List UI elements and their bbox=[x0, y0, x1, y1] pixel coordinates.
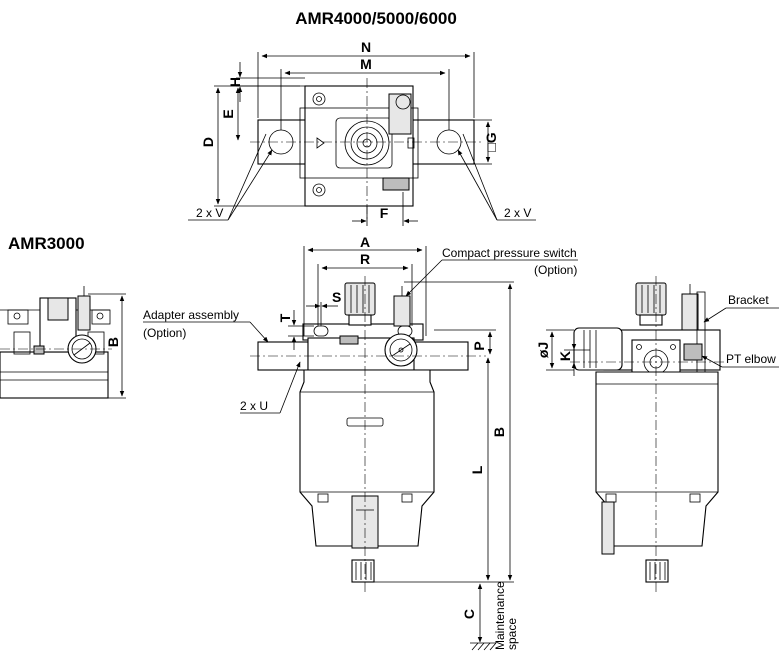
dim-label-s: S bbox=[332, 289, 341, 305]
maintenance-label-line2: space bbox=[505, 618, 519, 650]
top-view-bolt-icon bbox=[312, 92, 326, 106]
side-view-bowl bbox=[595, 371, 719, 547]
dim-label-a: A bbox=[360, 234, 370, 250]
callout-adapter-option: (Option) bbox=[143, 326, 186, 340]
title-large-series: AMR4000/5000/6000 bbox=[295, 9, 457, 28]
side-view-pressure-switch bbox=[681, 293, 699, 331]
dim-label-k: K bbox=[557, 351, 573, 361]
side-view-gauge bbox=[573, 327, 623, 371]
side-view: øJ K Bracket PT elbow bbox=[535, 276, 779, 592]
side-view-drain bbox=[645, 559, 669, 583]
callout-2xv-right: 2 x V bbox=[504, 206, 531, 220]
dim-label-d: D bbox=[200, 137, 216, 147]
dim-label-f: F bbox=[380, 205, 389, 221]
front-view-pressure-switch bbox=[393, 295, 411, 327]
dim-label-b-small: B bbox=[105, 337, 121, 347]
small-view: B bbox=[0, 286, 126, 399]
dim-label-m: M bbox=[360, 56, 372, 72]
callout-bracket: Bracket bbox=[728, 293, 769, 307]
top-view-pressure-switch bbox=[388, 93, 412, 135]
dim-label-r: R bbox=[360, 251, 370, 267]
callout-pressure-switch: Compact pressure switch bbox=[442, 246, 577, 260]
maintenance-label-line1: Maintenance bbox=[493, 581, 507, 650]
callout-pt-elbow: PT elbow bbox=[726, 352, 776, 366]
dim-label-n: N bbox=[361, 39, 371, 55]
title-small-series: AMR3000 bbox=[8, 234, 85, 253]
dim-label-j: øJ bbox=[535, 342, 551, 358]
top-view-bolt-icon bbox=[312, 183, 326, 197]
dim-label-c: C bbox=[461, 609, 477, 619]
flow-arrow-icon bbox=[316, 137, 325, 149]
top-view: N M H E D □G F 2 x V bbox=[188, 39, 536, 226]
front-view-drain bbox=[351, 559, 375, 583]
callout-2xv-left: 2 x V bbox=[196, 206, 223, 220]
callout-adapter-assembly: Adapter assembly bbox=[143, 308, 239, 322]
side-view-knob bbox=[635, 282, 667, 316]
dim-label-t: T bbox=[277, 313, 293, 322]
side-view-pt-elbow bbox=[683, 343, 703, 361]
callout-2xu: 2 x U bbox=[240, 399, 268, 413]
front-view: A R S T P B L C Ma bbox=[143, 234, 578, 651]
front-view-knob bbox=[344, 282, 376, 316]
dim-label-p: P bbox=[471, 341, 487, 350]
dim-label-l: L bbox=[469, 465, 485, 474]
callout-pressure-switch-option: (Option) bbox=[534, 263, 577, 277]
dim-label-b: B bbox=[491, 427, 507, 437]
dim-label-g: □G bbox=[483, 132, 499, 151]
dim-label-h: H bbox=[227, 77, 243, 87]
dim-label-e: E bbox=[220, 109, 236, 118]
